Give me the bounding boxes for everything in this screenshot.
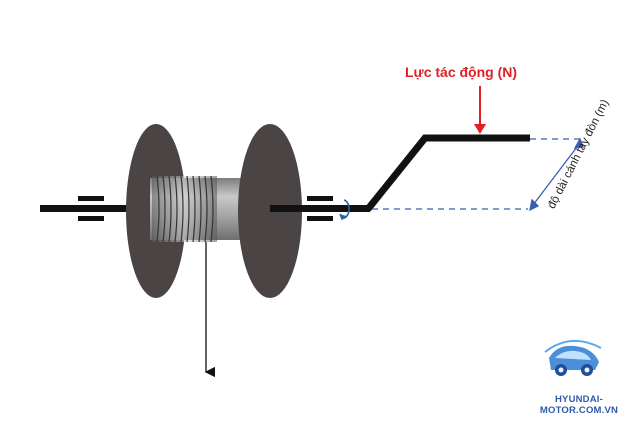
- force-arrow: [474, 86, 486, 134]
- rope-coil: [152, 175, 217, 243]
- right-bearing: [307, 196, 333, 221]
- lever-arm-guides: [372, 138, 580, 210]
- watermark-site-text: HYUNDAI-MOTOR.COM.VN: [539, 394, 619, 416]
- rotation-arrow-icon: [339, 199, 350, 221]
- right-shaft: [270, 205, 370, 212]
- left-shaft: [40, 205, 145, 212]
- left-bearing: [78, 196, 104, 221]
- crank-handle: [365, 134, 530, 212]
- force-label: Lực tác động (N): [405, 64, 518, 80]
- watermark-logo-icon: [544, 340, 602, 376]
- arm-length-arrow: [529, 137, 584, 212]
